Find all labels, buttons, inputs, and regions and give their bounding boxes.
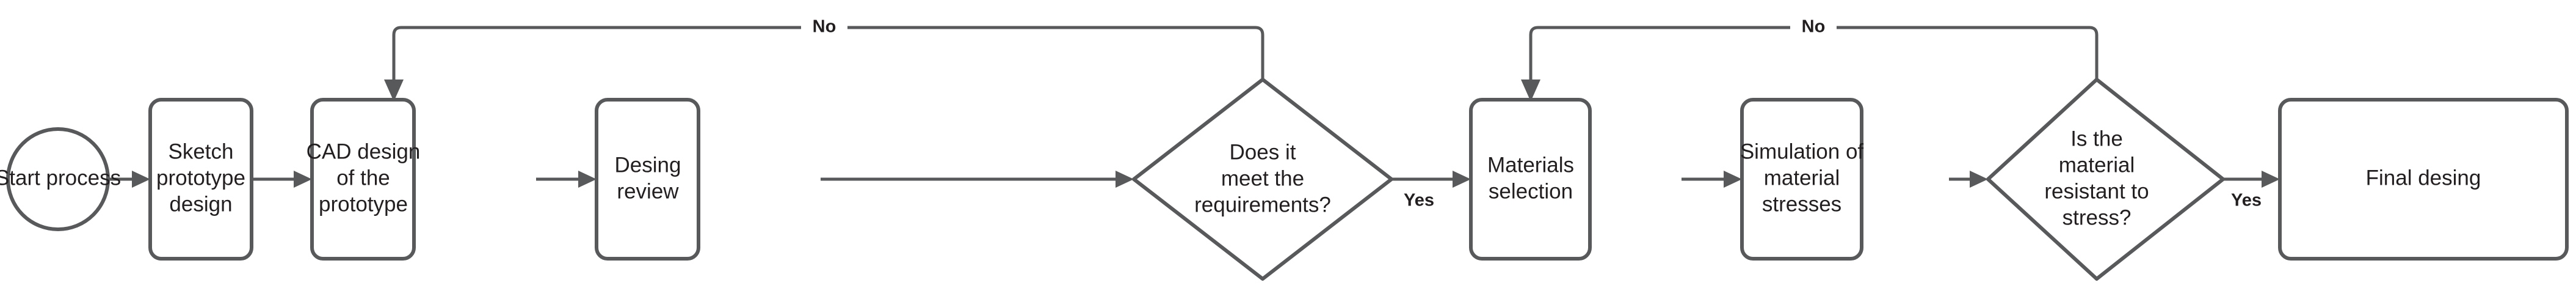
edge-decision1-to-materials: Yes: [1391, 171, 1471, 210]
node-shape-rect: [595, 98, 700, 261]
node-final-desing[interactable]: Final desing: [2278, 98, 2569, 261]
node-sketch-prototype-design[interactable]: Sketch prototype design: [148, 98, 253, 261]
node-shape-diamond: [1132, 78, 1393, 281]
edge-materials-to-simulation: [1682, 171, 1742, 188]
edge-decision2-to-final: Yes: [2223, 171, 2280, 210]
node-label-line: requirements?: [1194, 193, 1331, 216]
node-label-line: Is the: [2070, 127, 2123, 150]
arrowhead-icon: [132, 171, 150, 188]
edge-label-no-1: No: [813, 17, 836, 37]
edge-label-backdrop: [801, 16, 847, 39]
node-label-line: Start process: [0, 166, 121, 190]
node-label-line: Materials: [1487, 153, 1574, 177]
arrowhead-icon: [2262, 171, 2280, 188]
node-shape-diamond: [1986, 78, 2225, 281]
node-label-line: prototype: [156, 166, 245, 190]
node-label-line: meet the: [1221, 166, 1304, 190]
node-shape-rect: [1740, 98, 1863, 261]
arrowhead-icon: [384, 80, 404, 102]
edge-label-yes-2: Yes: [2231, 191, 2262, 210]
arrowhead-icon: [1453, 171, 1471, 188]
node-label-line: material: [2059, 153, 2135, 177]
edge-sketch-to-cad: [252, 171, 312, 188]
edge-decision1-to-sketch-no: No: [384, 16, 1264, 102]
node-label-line: material: [1764, 166, 1840, 190]
edge-label-yes-1: Yes: [1404, 191, 1434, 210]
node-simulation-material-stresses[interactable]: Simulation of material stresses: [1740, 98, 1864, 261]
node-label-line: review: [617, 179, 679, 203]
edge-label-backdrop: [1790, 16, 1837, 39]
edge-simulation-to-decision2: [1949, 171, 1988, 188]
node-shape-rect: [148, 98, 253, 261]
node-desing-review[interactable]: Desing review: [595, 98, 700, 261]
arrowhead-icon: [294, 171, 312, 188]
arrowhead-icon: [578, 171, 597, 188]
node-label-line: prototype: [319, 192, 408, 216]
node-decision-material-resistant[interactable]: Is the material resistant to stress?: [1986, 78, 2225, 281]
node-shape-stadium: [6, 127, 110, 231]
edge-start-to-sketch: [108, 171, 150, 188]
edge-decision2-to-materials-no: No: [1521, 16, 2099, 102]
node-label-line: of the: [336, 166, 390, 190]
node-label-line: selection: [1489, 179, 1573, 203]
node-label-line: stresses: [1762, 192, 1841, 216]
edge-cad-to-review: [536, 171, 597, 188]
edge-label-no-2: No: [1802, 17, 1826, 37]
node-shape-rect: [2278, 98, 2569, 261]
node-decision-meets-requirements[interactable]: Does it meet the requirements?: [1132, 78, 1393, 281]
node-start-process[interactable]: Start process: [0, 127, 121, 231]
node-label-line: Simulation of: [1740, 139, 1864, 163]
node-label-line: design: [169, 192, 232, 216]
node-label-line: Does it: [1230, 140, 1296, 164]
arrowhead-icon: [1116, 171, 1134, 188]
node-materials-selection[interactable]: Materials selection: [1469, 98, 1592, 261]
node-label-line: Final desing: [2366, 166, 2481, 190]
arrowhead-icon: [1970, 171, 1988, 188]
node-label-line: resistant to: [2044, 179, 2149, 203]
node-shape-rect: [1469, 98, 1592, 261]
node-label-line: stress?: [2063, 205, 2132, 229]
arrowhead-icon: [1521, 80, 1540, 102]
edge-review-to-decision1: [821, 171, 1134, 188]
node-cad-design[interactable]: CAD design of the prototype: [307, 98, 421, 261]
arrowhead-icon: [1724, 171, 1742, 188]
node-shape-rect: [310, 98, 416, 261]
node-label-line: CAD design: [307, 139, 421, 163]
node-label-line: Desing: [615, 153, 681, 177]
node-label-line: Sketch: [169, 139, 234, 163]
